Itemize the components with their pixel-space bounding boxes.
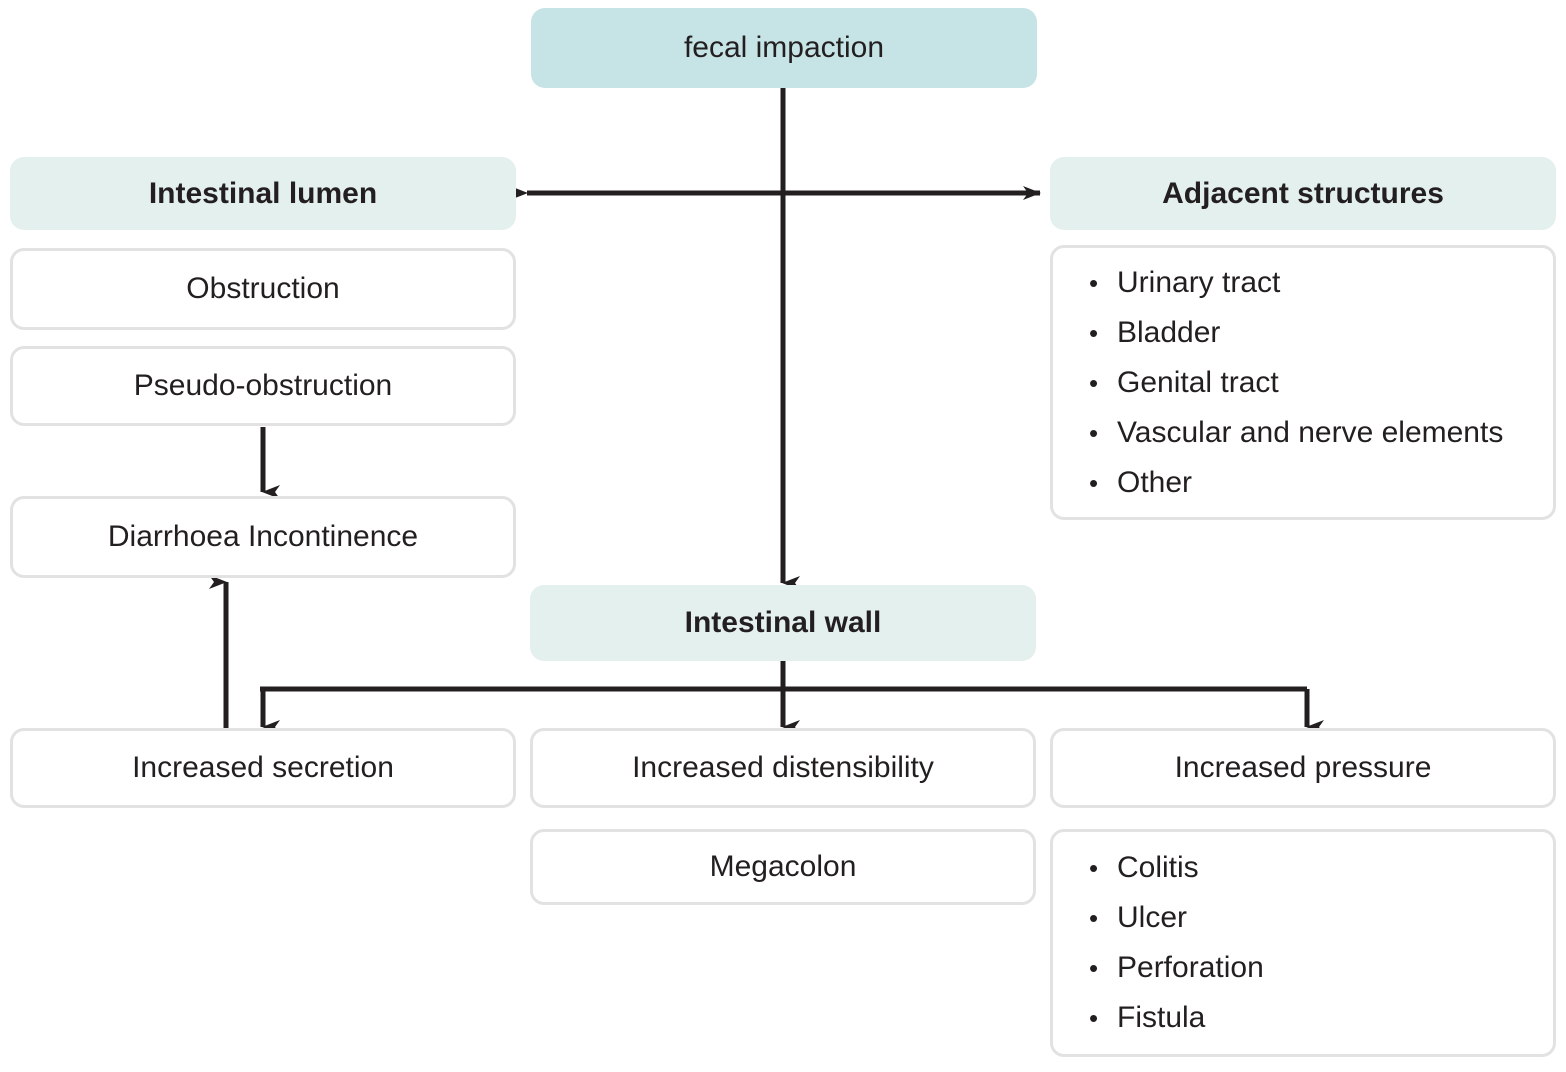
list-item: Fistula bbox=[1089, 993, 1553, 1043]
list-item: Genital tract bbox=[1089, 358, 1553, 408]
node-pseudo-obstruction[interactable]: Pseudo-obstruction bbox=[10, 346, 516, 426]
list-increased-pressure-effects[interactable]: Colitis Ulcer Perforation Fistula bbox=[1050, 829, 1556, 1057]
node-obstruction[interactable]: Obstruction bbox=[10, 248, 516, 330]
list-item: Colitis bbox=[1089, 843, 1553, 893]
list-item: Bladder bbox=[1089, 308, 1553, 358]
list-item: Other bbox=[1089, 458, 1553, 508]
header-adjacent-structures[interactable]: Adjacent structures bbox=[1050, 157, 1556, 230]
header-intestinal-lumen[interactable]: Intestinal lumen bbox=[10, 157, 516, 230]
node-increased-pressure[interactable]: Increased pressure bbox=[1050, 728, 1556, 808]
list-item: Ulcer bbox=[1089, 893, 1553, 943]
list-item: Perforation bbox=[1089, 943, 1553, 993]
node-diarrhoea-incontinence[interactable]: Diarrhoea Incontinence bbox=[10, 496, 516, 578]
header-intestinal-wall[interactable]: Intestinal wall bbox=[530, 585, 1036, 661]
node-increased-secretion[interactable]: Increased secretion bbox=[10, 728, 516, 808]
node-increased-distensibility[interactable]: Increased distensibility bbox=[530, 728, 1036, 808]
list-item: Vascular and nerve elements bbox=[1089, 408, 1553, 458]
list-adjacent-structures[interactable]: Urinary tract Bladder Genital tract Vasc… bbox=[1050, 245, 1556, 520]
list-item: Urinary tract bbox=[1089, 258, 1553, 308]
node-megacolon[interactable]: Megacolon bbox=[530, 829, 1036, 905]
node-fecal-impaction[interactable]: fecal impaction bbox=[531, 8, 1037, 88]
